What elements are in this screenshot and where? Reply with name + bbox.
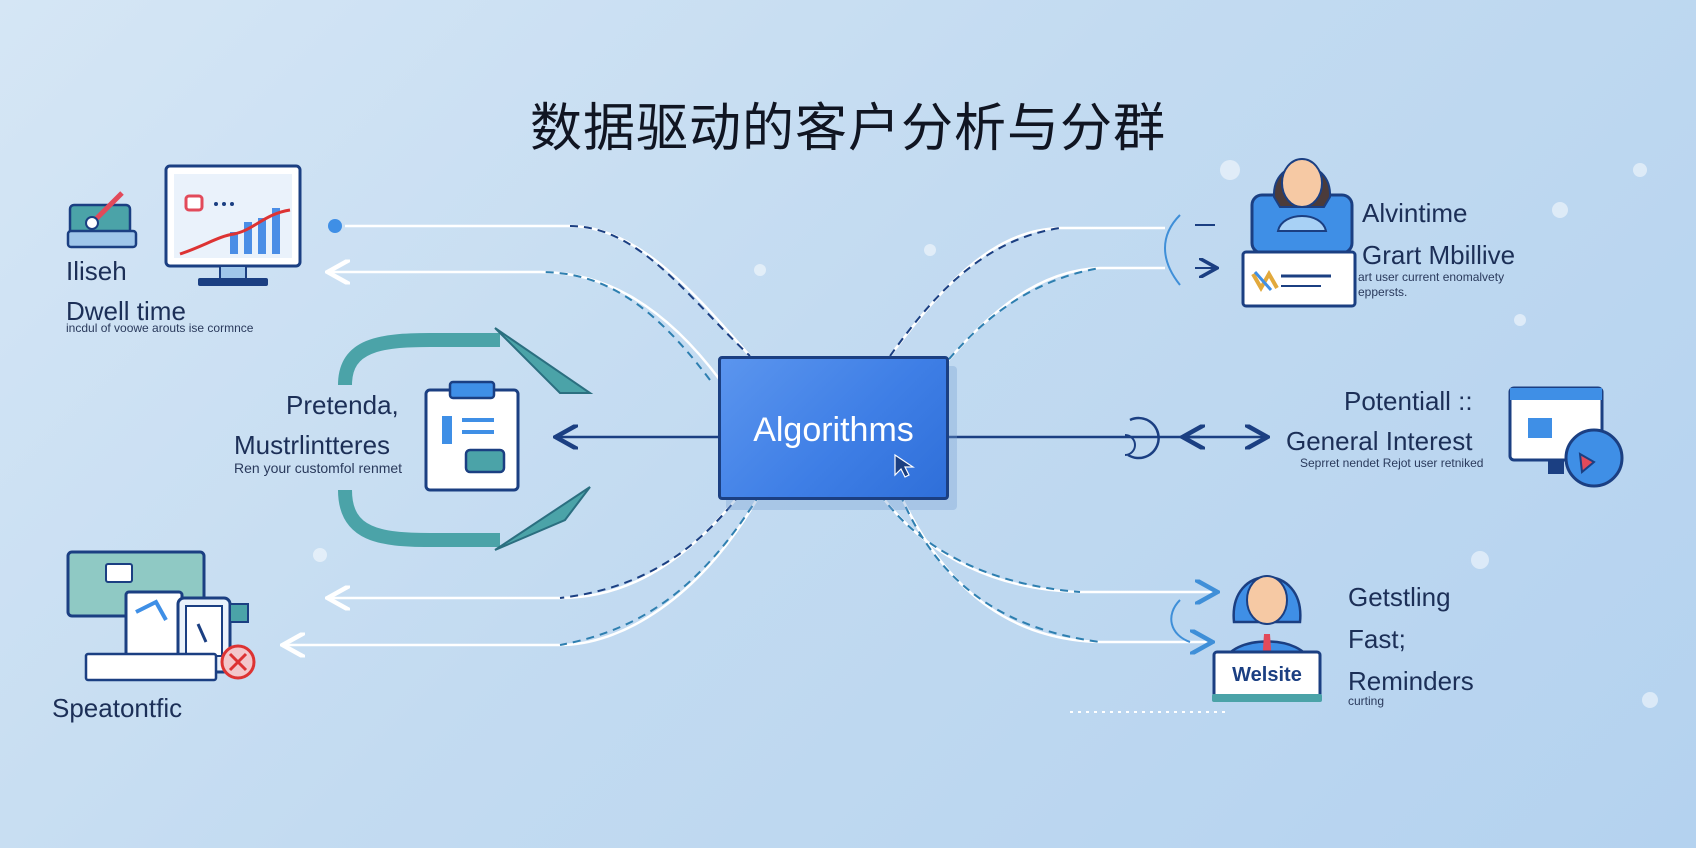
left-middle-caption: Ren your customfol renmet [234,460,403,476]
left-top-label-2: Dwell time [66,296,186,326]
left-connectors [285,219,762,645]
page-title: 数据驱动的客户分析与分群 [529,99,1166,159]
tools-icon [66,185,138,251]
right-top-label-2: Grart Mbillive [1362,240,1516,270]
right-top-caption-1: art user current enomalvety [1358,270,1505,284]
devices-icon [66,550,266,684]
left-top-caption: incdul of voowe arouts ise cormnce [66,321,254,335]
right-middle-caption: Seprret nendet Rejot user retniked [1300,456,1484,470]
monitor-chart-icon [164,164,302,290]
clipboard-icon [422,380,522,492]
screen-icon [1508,386,1632,498]
loop-arrows [338,327,594,551]
sparkles [313,160,1658,708]
right-bottom-label-3: Reminders [1348,666,1474,696]
avatar-female-icon [1248,145,1358,255]
right-top-caption-2: eppersts. [1358,285,1408,299]
right-top-label-1: Alvintime [1362,198,1468,228]
right-bottom-label-1: Getstling [1348,582,1451,612]
algorithms-box[interactable]: Algorithms [718,356,949,500]
avatar-male-icon [1212,552,1322,704]
right-middle-label-2: General Interest [1286,426,1473,456]
profile-card-icon [1241,250,1357,308]
right-connectors [879,214,1265,713]
website-badge: Welsite [1232,664,1302,686]
right-bottom-caption: curting [1348,694,1385,708]
left-middle-label-1: Pretenda, [286,390,399,420]
cursor-icon [894,453,915,478]
left-bottom-label: Speatontfic [52,693,183,723]
left-middle-label-2: Mustrlintteres [234,430,391,460]
right-middle-label-1: Potentiall :: [1344,386,1473,416]
algorithms-label: Algorithms [753,411,914,449]
left-top-label-1: Ilisеh [66,256,127,286]
right-bottom-label-2: Fast; [1348,624,1406,654]
